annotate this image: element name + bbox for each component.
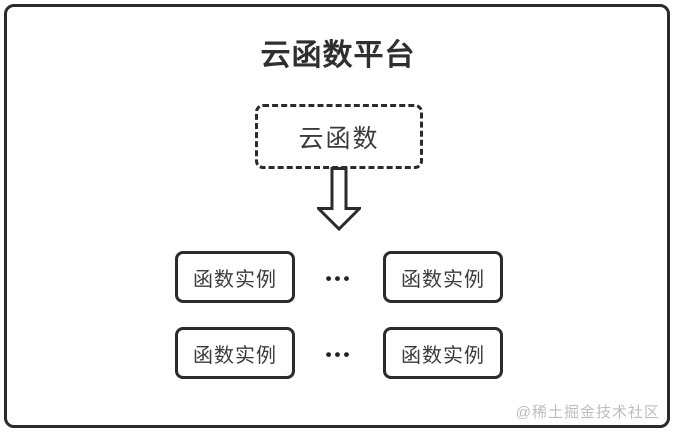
ellipsis-row1: ••• [325, 269, 353, 288]
function-instance-node: 函数实例 [383, 327, 503, 379]
function-instance-node: 函数实例 [175, 327, 295, 379]
function-instance-node: 函数实例 [175, 251, 295, 303]
ellipsis-row2: ••• [325, 345, 353, 364]
cloud-function-node: 云函数 [255, 104, 423, 169]
diagram-title: 云函数平台 [260, 39, 416, 72]
function-instance-node: 函数实例 [383, 251, 503, 303]
watermark: @稀土掘金技术社区 [515, 404, 660, 421]
down-arrow-icon [317, 167, 361, 231]
